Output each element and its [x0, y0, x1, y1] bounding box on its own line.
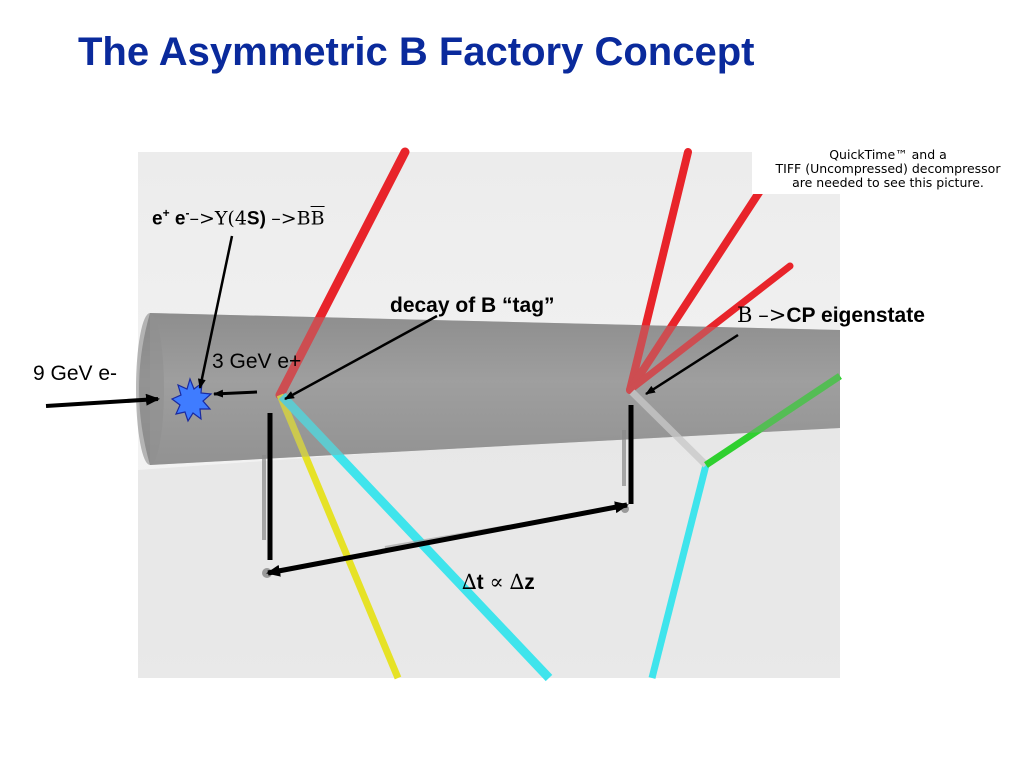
- annihilation-sup-minus: -: [185, 206, 190, 220]
- b-meson: B: [296, 207, 311, 230]
- collision-star-icon: [170, 377, 213, 423]
- proportional-symbol: ∝: [489, 570, 504, 594]
- delta-z-arrow: [266, 501, 629, 577]
- cp-b-meson: B: [737, 303, 753, 327]
- annihilation-arrow-1: –>: [189, 207, 215, 230]
- pipe-overlay: [150, 313, 840, 465]
- annihilation-label: e+ e-–>Υ(4S) –>BB: [152, 206, 325, 230]
- delta-t: t: [476, 571, 484, 594]
- cyan-track-cp: [648, 464, 710, 679]
- quicktime-notice: QuickTime™ and a TIFF (Uncompressed) dec…: [752, 147, 1024, 194]
- electron-beam-arrow: [45, 393, 160, 408]
- cp-decay-pointer: [645, 333, 739, 396]
- cp-arrow: –>: [758, 303, 787, 327]
- red-track-tag: [275, 147, 410, 400]
- green-track: [704, 373, 842, 468]
- cp-decay-label: B –>CP eigenstate: [737, 303, 925, 328]
- red-track-cp-3: [626, 262, 794, 394]
- annihilation-sup-plus: +: [162, 206, 170, 220]
- delta-symbol-z: ∆: [509, 570, 525, 594]
- electron-beam-label: 9 GeV e-: [33, 362, 118, 385]
- b-bar-meson: B: [310, 207, 325, 230]
- beam-pipe-end: [136, 313, 164, 465]
- positron-beam-arrow: [213, 389, 258, 398]
- annihilation-pointer: [197, 235, 234, 389]
- delta-t-delta-z-label: ∆t ∝ ∆z: [462, 570, 535, 595]
- quicktime-line-3: are needed to see this picture.: [792, 175, 984, 190]
- slide-title: The Asymmetric B Factory Concept: [78, 30, 755, 74]
- red-track-cp-1: [626, 148, 692, 394]
- upsilon-s: S): [246, 208, 266, 230]
- tag-decay-label: decay of B “tag”: [390, 294, 555, 317]
- annihilation-e2: e: [174, 208, 186, 230]
- tag-decay-pointer: [284, 314, 438, 401]
- red-track-cp-2: [626, 184, 766, 394]
- cp-eigenstate-text: CP eigenstate: [786, 304, 925, 327]
- quicktime-line-2: TIFF (Uncompressed) decompressor: [775, 161, 1001, 176]
- annihilation-e1: e: [152, 208, 163, 230]
- upsilon-4: Υ(4: [214, 207, 247, 230]
- delta-z: z: [524, 571, 535, 594]
- quicktime-line-1: QuickTime™ and a: [829, 147, 947, 162]
- grey-track: [629, 389, 709, 468]
- positron-beam-label: 3 GeV e+: [212, 350, 302, 373]
- annihilation-arrow-2: –>: [271, 207, 297, 230]
- delta-symbol-t: ∆: [462, 570, 477, 594]
